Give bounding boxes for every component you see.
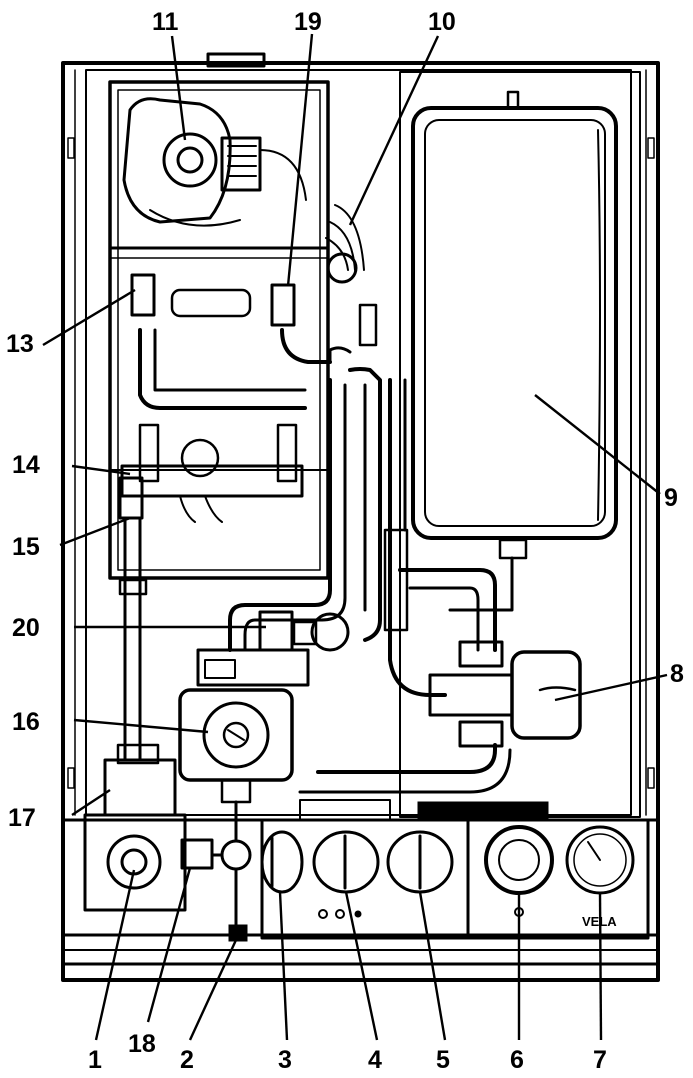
callout-20: 20 <box>12 614 40 642</box>
callout-4: 4 <box>368 1046 382 1074</box>
boiler-casing <box>61 52 660 982</box>
callout-19: 19 <box>294 8 322 36</box>
callout-6: 6 <box>510 1046 524 1074</box>
callout-7: 7 <box>593 1046 607 1074</box>
callout-10: 10 <box>428 8 456 36</box>
leader-lines <box>42 33 668 1041</box>
gas-pipe <box>103 516 177 817</box>
callout-9: 9 <box>664 484 678 512</box>
burner-pipes <box>118 273 332 523</box>
callout-1: 1 <box>88 1046 102 1074</box>
callout-18: 18 <box>128 1030 156 1058</box>
three-way-valve <box>298 568 582 794</box>
fan-assembly <box>122 97 307 227</box>
callout-2: 2 <box>180 1046 194 1074</box>
callout-5: 5 <box>436 1046 450 1074</box>
circulation-pump <box>178 648 310 804</box>
callout-8: 8 <box>670 660 684 688</box>
callout-11: 11 <box>152 8 179 36</box>
callout-15: 15 <box>12 533 40 561</box>
control-panel: VELA <box>61 799 660 966</box>
connection-valves <box>180 800 252 942</box>
callout-labels: 11 19 10 13 14 15 20 16 17 9 8 18 1 2 3 … <box>6 8 684 1074</box>
callout-14: 14 <box>12 451 40 479</box>
pressure-switch <box>325 204 378 347</box>
callout-16: 16 <box>12 708 40 736</box>
callout-13: 13 <box>6 330 34 358</box>
callout-3: 3 <box>278 1046 292 1074</box>
expansion-vessel <box>399 71 641 818</box>
callout-17: 17 <box>8 804 36 832</box>
